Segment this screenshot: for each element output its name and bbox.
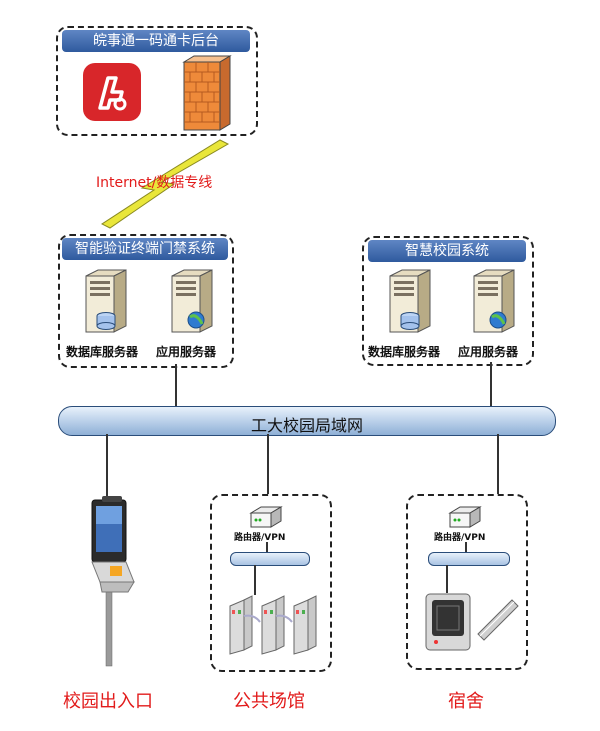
entrance-label: 校园出入口: [63, 691, 153, 712]
dorm-local-bus: [428, 552, 510, 566]
router-icon: [249, 506, 283, 528]
backend-title: 皖事通一码通卡后台: [62, 30, 250, 52]
lightning-icon: [100, 139, 230, 229]
campus-lan-label: 工大校园局域网: [250, 416, 363, 435]
gym-label: 公共场馆: [233, 691, 305, 712]
lan-to-gym-line: [267, 434, 269, 494]
dorm-bus-to-reader-line: [446, 565, 448, 593]
firewall-icon: [182, 55, 232, 131]
gym-router-to-bus-line: [266, 542, 268, 552]
campus-db-label: 数据库服务器: [368, 345, 441, 359]
app-server-icon: [171, 269, 213, 333]
gym-router-label: 路由器/VPN: [234, 533, 286, 543]
app-server-icon: [473, 269, 515, 333]
magnetic-lock-icon: [477, 599, 519, 641]
gym-local-bus: [230, 552, 310, 566]
gym-bus-to-gate-line: [254, 565, 256, 595]
access-db-label: 数据库服务器: [66, 345, 139, 359]
access-to-lan-line: [175, 364, 177, 408]
campus-to-lan-line: [490, 362, 492, 408]
router-icon: [448, 506, 482, 528]
database-server-icon: [389, 269, 431, 333]
access-system-title: 智能验证终端门禁系统: [62, 238, 228, 260]
dorm-router-to-bus-line: [465, 542, 467, 552]
dorm-router-label: 路由器/VPN: [434, 533, 486, 543]
campus-system-title: 智慧校园系统: [368, 240, 526, 262]
campus-lan-bus: 工大校园局域网: [58, 406, 556, 436]
access-app-label: 应用服务器: [156, 345, 217, 359]
lan-to-dorm-line: [497, 434, 499, 496]
link-label: Internet/数据专线: [96, 175, 213, 191]
database-server-icon: [85, 269, 127, 333]
campus-app-label: 应用服务器: [458, 345, 519, 359]
card-reader-icon: [425, 593, 471, 651]
turnstile-gate-icon: [229, 595, 317, 655]
dorm-label: 宿舍: [448, 691, 484, 712]
lan-to-entrance-line: [106, 434, 108, 498]
face-terminal-icon: [91, 496, 135, 667]
wanshitong-logo-icon: [83, 63, 141, 121]
